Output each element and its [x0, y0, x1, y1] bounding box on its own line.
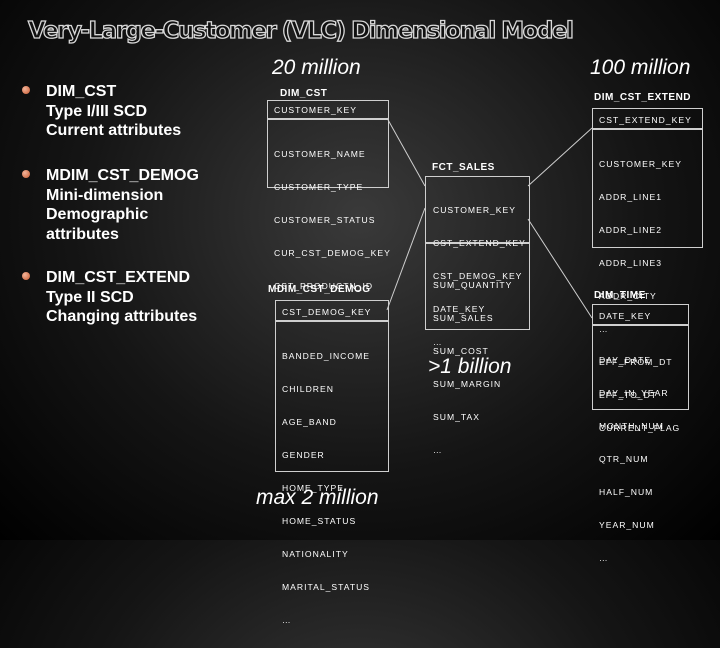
- column-name: ADDR_CITY: [599, 291, 657, 301]
- link-dim-time-to-fct-sales: [527, 218, 593, 319]
- dim-time-columns-box: DAY_DATE DAY_IN_YEAR MONTH_NUM QTR_NUM H…: [592, 324, 689, 563]
- dim-time-column-list: DAY_DATE DAY_IN_YEAR MONTH_NUM QTR_NUM H…: [599, 333, 669, 586]
- bullet-text: MDIM_CST_DEMOG Mini-dimension Demographi…: [46, 166, 199, 244]
- dim-time-key-box: DATE_KEY: [592, 304, 689, 326]
- column-name: SUM_TAX: [433, 412, 480, 422]
- column-name: YEAR_NUM: [599, 520, 655, 530]
- dim-cst-row-count: 20 million: [272, 56, 361, 79]
- dim-cst-extend-columns-box: CUSTOMER_KEY ADDR_LINE1 ADDR_LINE2 ADDR_…: [592, 128, 703, 433]
- fct-sales-measure-list: SUM_QUANTITY SUM_SALES SUM_COST SUM_MARG…: [433, 258, 512, 478]
- bullet-line: Current attributes: [46, 122, 182, 139]
- column-name: BANDED_INCOME: [282, 351, 370, 361]
- bullet-text: DIM_CST Type I/III SCD Current attribute…: [46, 82, 181, 141]
- column-name: CUR_CST_DEMOG_KEY: [274, 248, 391, 258]
- bullet-line: attributes: [46, 225, 119, 243]
- column-name: CUSTOMER_KEY: [599, 159, 682, 169]
- link-dim-cst-extend-to-fct-sales: [527, 127, 593, 187]
- column-name: CUSTOMER_STATUS: [274, 215, 376, 225]
- column-name: GENDER: [282, 450, 325, 460]
- bullet-line: DIM_CST: [46, 83, 117, 100]
- column-name: CHILDREN: [282, 384, 334, 394]
- bullet-line: MDIM_CST_DEMOG: [46, 167, 199, 184]
- dim-cst-extend-table-name: DIM_CST_EXTEND: [594, 92, 692, 103]
- dim-cst-key: CUSTOMER_KEY: [274, 105, 357, 115]
- slide-title: Very-Large-Customer (VLC) Dimensional Mo…: [27, 17, 574, 44]
- column-name: CST_EXTEND_KEY: [433, 238, 526, 248]
- fct-sales-key-list: CUSTOMER_KEY CST_EXTEND_KEY CST_DEMOG_KE…: [433, 183, 526, 370]
- column-name: CST_DEMOG_KEY: [433, 271, 523, 281]
- dim-cst-extend-key-box: CST_EXTEND_KEY: [592, 108, 703, 130]
- column-name: …: [433, 445, 443, 455]
- column-name: ADDR_LINE1: [599, 192, 663, 202]
- column-name: CURRENT_FLAG: [599, 423, 681, 433]
- dim-cst-table-name: DIM_CST: [280, 88, 328, 99]
- fct-sales-row-count: >1 billion: [428, 355, 512, 378]
- column-name: CUSTOMER_NAME: [274, 149, 366, 159]
- column-name: HALF_NUM: [599, 487, 654, 497]
- column-name: SUM_MARGIN: [433, 379, 502, 389]
- link-mdim-cst-demog-to-fct-sales: [386, 207, 426, 311]
- column-name: HOME_STATUS: [282, 516, 357, 526]
- column-name: CUSTOMER_KEY: [433, 205, 516, 215]
- bullet-icon: [22, 170, 30, 178]
- dim-cst-key-box: CUSTOMER_KEY: [267, 100, 389, 120]
- mdim-cst-demog-key-box: CST_DEMOG_KEY: [275, 300, 389, 322]
- dim-cst-extend-column-list: CUSTOMER_KEY ADDR_LINE1 ADDR_LINE2 ADDR_…: [599, 137, 682, 456]
- column-name: DAY_IN_YEAR: [599, 388, 669, 398]
- fct-sales-keys-box: CUSTOMER_KEY CST_EXTEND_KEY CST_DEMOG_KE…: [425, 176, 530, 347]
- link-dim-cst-to-fct-sales: [386, 117, 426, 187]
- column-name: NATIONALITY: [282, 549, 349, 559]
- mdim-cst-demog-row-count: max 2 million: [256, 486, 379, 509]
- column-name: CUSTOMER_TYPE: [274, 182, 364, 192]
- fct-sales-measures-box: SUM_QUANTITY SUM_SALES SUM_COST SUM_MARG…: [425, 242, 530, 455]
- bullet-line: Mini-dimension: [46, 186, 164, 204]
- column-name: EFF_TO_DT: [599, 390, 658, 400]
- column-name: MARITAL_STATUS: [282, 582, 371, 592]
- relationship-lines: [386, 117, 593, 319]
- dim-time-key: DATE_KEY: [599, 311, 652, 321]
- column-name: SUM_COST: [433, 346, 489, 356]
- mdim-cst-demog-key: CST_DEMOG_KEY: [282, 307, 372, 317]
- column-name: QTR_NUM: [599, 454, 649, 464]
- dim-cst-columns-box: CUSTOMER_NAME CUSTOMER_TYPE CUSTOMER_STA…: [267, 118, 390, 291]
- column-name: …: [433, 337, 443, 347]
- column-name: EFF_FROM_DT: [599, 357, 673, 367]
- dim-time-table-name: DIM_TIME: [594, 290, 646, 301]
- bullet-icon: [22, 272, 30, 280]
- dim-cst-extend-row-count: 100 million: [590, 56, 691, 79]
- bullet-line: Demographic: [46, 206, 149, 223]
- mdim-cst-demog-column-list: BANDED_INCOME CHILDREN AGE_BAND GENDER H…: [282, 329, 370, 648]
- mdim-cst-demog-columns-box: BANDED_INCOME CHILDREN AGE_BAND GENDER H…: [275, 320, 389, 625]
- column-name: …: [599, 553, 609, 563]
- dim-cst-column-list: CUSTOMER_NAME CUSTOMER_TYPE CUSTOMER_STA…: [274, 127, 391, 314]
- column-name: ADDR_LINE2: [599, 225, 663, 235]
- mdim-cst-demog-table-name: MDIM_CST_DEMOG: [268, 284, 371, 295]
- column-name: SUM_QUANTITY: [433, 280, 513, 290]
- bullet-text: DIM_CST_EXTEND Type II SCD Changing attr…: [46, 268, 197, 327]
- column-name: CST_PRODUCTN_ID: [274, 281, 374, 291]
- column-name: MONTH_NUM: [599, 421, 664, 431]
- column-name: AGE_BAND: [282, 417, 337, 427]
- bullet-line: Type I/III SCD: [46, 102, 148, 120]
- column-name: DATE_KEY: [433, 304, 486, 314]
- column-name: …: [599, 324, 609, 334]
- column-name: …: [282, 615, 292, 625]
- bullet-line: Changing attributes: [46, 308, 198, 325]
- column-name: HOME_TYPE: [282, 483, 345, 493]
- bullet-icon: [22, 86, 30, 94]
- column-name: DAY_DATE: [599, 355, 652, 365]
- bullet-line: Type II SCD: [46, 288, 134, 306]
- column-name: SUM_SALES: [433, 313, 494, 323]
- fct-sales-table-name: FCT_SALES: [432, 162, 495, 173]
- column-name: ADDR_LINE3: [599, 258, 663, 268]
- dim-cst-extend-key: CST_EXTEND_KEY: [599, 115, 692, 125]
- bullet-line: DIM_CST_EXTEND: [46, 269, 191, 286]
